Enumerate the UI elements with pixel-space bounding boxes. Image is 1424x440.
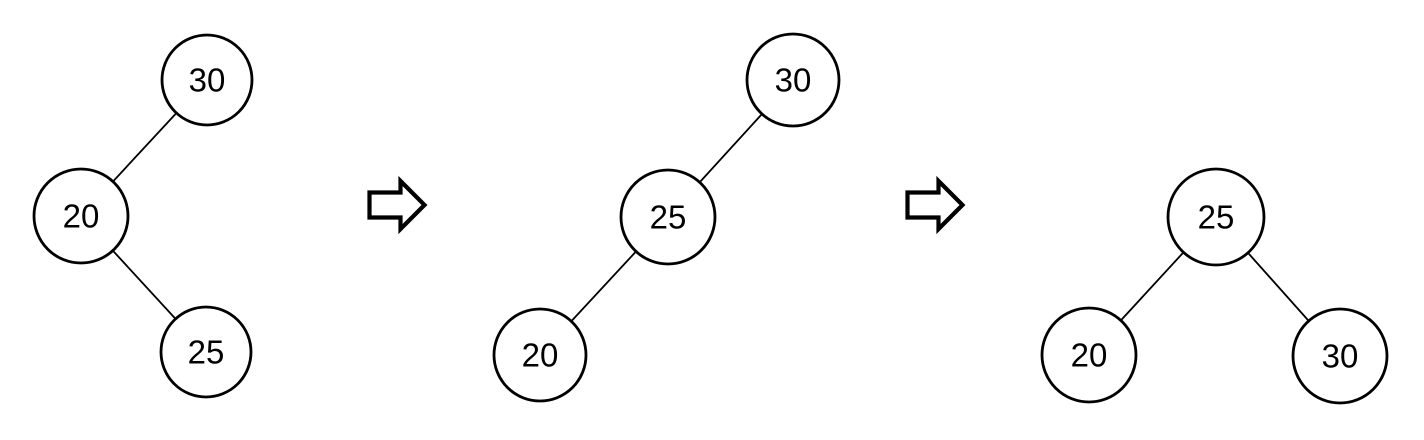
tree-node-label-20: 20 [522, 337, 559, 374]
tree-node-label-25: 25 [188, 334, 225, 371]
tree-node-circle-25 [619, 168, 717, 266]
tree-node-circle-20 [32, 167, 130, 265]
tree-node-circle-25 [159, 305, 253, 399]
tree-step-1-unbalanced: 30 20 25 [32, 33, 254, 399]
tree-node-circle-20 [1040, 306, 1138, 404]
tree-node-label-20: 20 [1071, 337, 1108, 374]
tree-node-label-20: 20 [63, 198, 100, 235]
tree-node-label-25: 25 [650, 199, 687, 236]
tree-node-label-30: 30 [189, 62, 226, 99]
tree-node-label-30: 30 [1322, 338, 1359, 375]
tree-node-circle-20 [492, 307, 588, 403]
tree-step-3-balanced: 25 20 30 [1040, 167, 1389, 405]
right-arrow-icon [905, 175, 966, 235]
tree-node-circle-25 [1166, 167, 1266, 267]
right-arrow-icon [367, 175, 428, 235]
tree-node-circle-30 [745, 32, 841, 128]
tree-node-circle-30 [1291, 307, 1389, 405]
tree-step-2-after-left-rotation: 30 25 20 [492, 32, 841, 403]
tree-node-label-30: 30 [775, 62, 812, 99]
tree-node-circle-30 [160, 33, 254, 127]
tree-node-label-25: 25 [1198, 199, 1235, 236]
